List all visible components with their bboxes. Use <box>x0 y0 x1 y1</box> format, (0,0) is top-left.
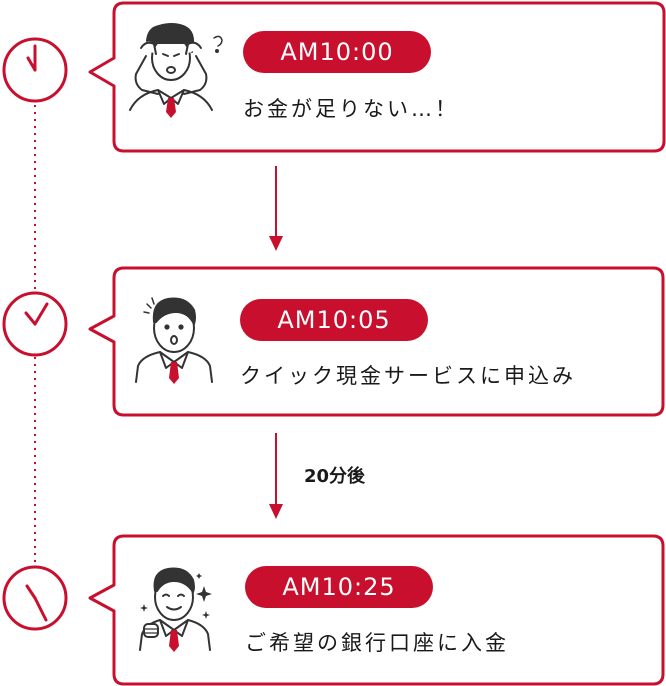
time-badge-1: AM10:00 <box>243 31 431 73</box>
step-2-message: クイック現金サービスに申込み <box>240 364 576 388</box>
clock-10-00-icon <box>2 37 68 103</box>
happy-man-icon <box>139 567 211 651</box>
clock-10-25-icon <box>2 565 68 631</box>
down-arrow-2 <box>269 433 283 519</box>
step-3-message: ご希望の銀行口座に入金 <box>245 631 509 655</box>
red-tie-2 <box>169 362 179 384</box>
speech-box-3 <box>88 534 665 686</box>
surprised-man-icon <box>135 297 213 383</box>
red-tie-1 <box>166 98 176 118</box>
step-1-message: お金が足りない…！ <box>243 97 459 121</box>
clock-10-05-icon <box>2 291 68 357</box>
down-arrow-1 <box>269 166 283 251</box>
speech-box-1 <box>88 1 666 153</box>
elapsed-time-label: 20分後 <box>304 466 366 487</box>
sparkle-icon <box>140 573 212 619</box>
time-badge-2: AM10:05 <box>240 299 428 341</box>
speech-box-2 <box>88 266 665 417</box>
red-tie-3 <box>169 630 179 652</box>
time-badge-3: AM10:25 <box>245 566 433 608</box>
stressed-man-icon <box>129 23 223 111</box>
